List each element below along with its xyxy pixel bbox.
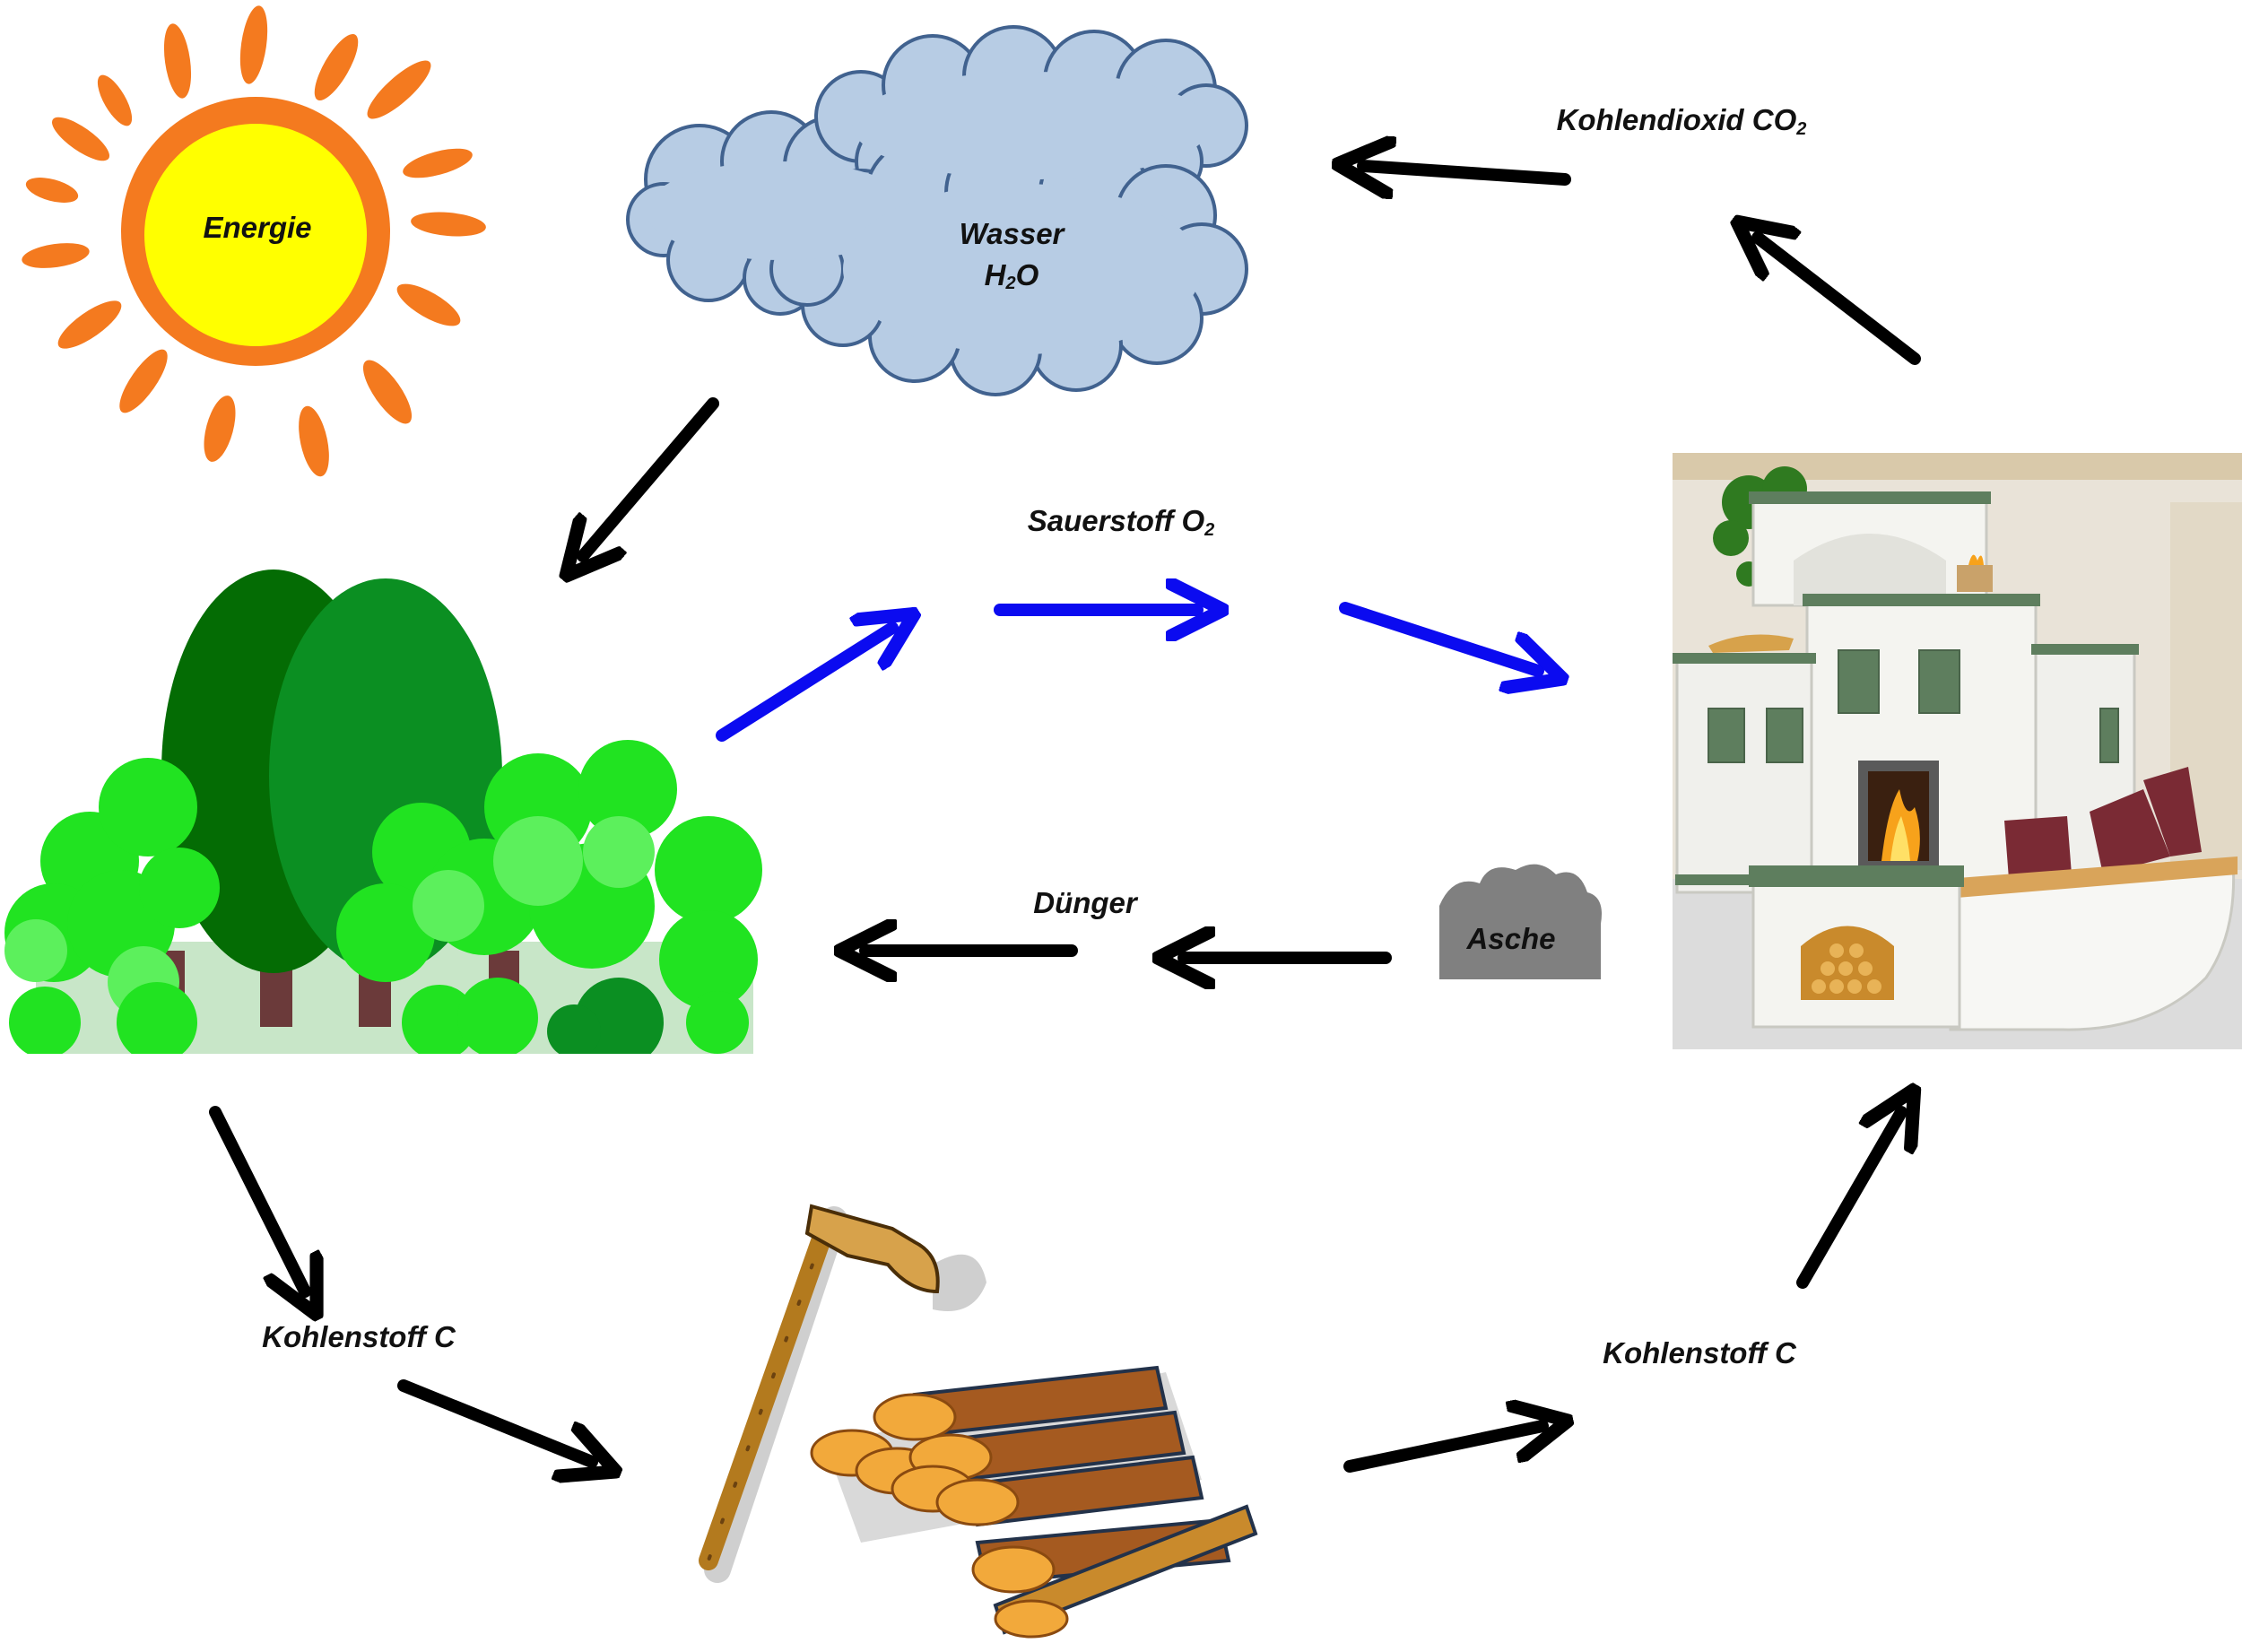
arrow-oxygen-to-stove — [1339, 602, 1538, 671]
arrow-carbon-to-stove — [1796, 1112, 1901, 1289]
energy-label: Energie — [203, 211, 311, 244]
fertilizer-label: Dünger — [1033, 886, 1139, 919]
cloud-icon — [626, 25, 1248, 396]
arrow-carbon-to-logs — [397, 1379, 592, 1462]
water-label-line1: Wasser — [960, 217, 1066, 250]
arrow-co2-to-cloud — [1363, 166, 1571, 179]
oxygen-label: Sauerstoff O2 — [1028, 504, 1215, 540]
arrow-logs-to-carbon — [1343, 1426, 1542, 1473]
carbon-label-left: Kohlenstoff C — [262, 1320, 456, 1353]
oxygen-arrows — [716, 602, 1538, 742]
arrow-stove-to-co2 — [1758, 238, 1921, 365]
water-label-line2: H2O — [985, 258, 1039, 293]
arrow-forest-to-carbon — [209, 1106, 305, 1291]
tiled-stove-picture — [1673, 453, 2242, 1049]
ash-pile-icon — [1439, 864, 1602, 979]
arrow-cloud-to-forest — [583, 397, 719, 556]
forest-icon — [0, 570, 771, 1072]
ash-label: Asche — [1465, 922, 1555, 955]
carbon-label-right: Kohlenstoff C — [1603, 1336, 1797, 1369]
sun-icon — [22, 5, 486, 477]
flow-arrows — [209, 166, 1921, 1473]
arrow-forest-to-oxygen-1 — [716, 628, 892, 742]
axe-logs-icon — [699, 1204, 1258, 1639]
co2-label: Kohlendioxid CO2 — [1557, 103, 1807, 139]
